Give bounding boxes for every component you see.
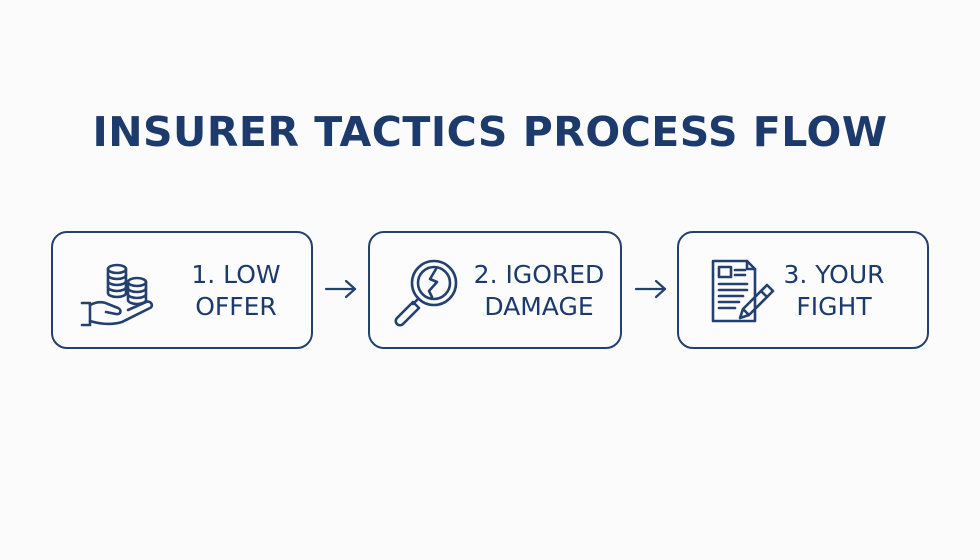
step-label: 3. YOUR FIGHT bbox=[759, 259, 909, 323]
step-label: 2. IGORED DAMAGE bbox=[454, 259, 624, 323]
magnifier-crack-icon bbox=[394, 259, 458, 327]
step-label-line2: OFFER bbox=[195, 292, 277, 321]
diagram-title: INSURER TACTICS PROCESS FLOW bbox=[92, 108, 888, 156]
step-label-line1: 1. LOW bbox=[191, 260, 281, 289]
step-label-line1: 2. IGORED bbox=[473, 260, 605, 289]
arrow-right-icon bbox=[634, 279, 667, 299]
document-pen-icon bbox=[711, 259, 775, 323]
step-your-fight: 3. YOUR FIGHT bbox=[677, 231, 929, 349]
step-low-offer: 1. LOW OFFER bbox=[51, 231, 313, 349]
step-label-line2: DAMAGE bbox=[484, 292, 594, 321]
arrow-right-icon bbox=[324, 279, 357, 299]
step-ignored-damage: 2. IGORED DAMAGE bbox=[368, 231, 622, 349]
step-label-line1: 3. YOUR bbox=[783, 260, 885, 289]
step-label: 1. LOW OFFER bbox=[171, 259, 301, 323]
step-label-line2: FIGHT bbox=[796, 292, 872, 321]
hand-coins-icon bbox=[80, 263, 154, 327]
